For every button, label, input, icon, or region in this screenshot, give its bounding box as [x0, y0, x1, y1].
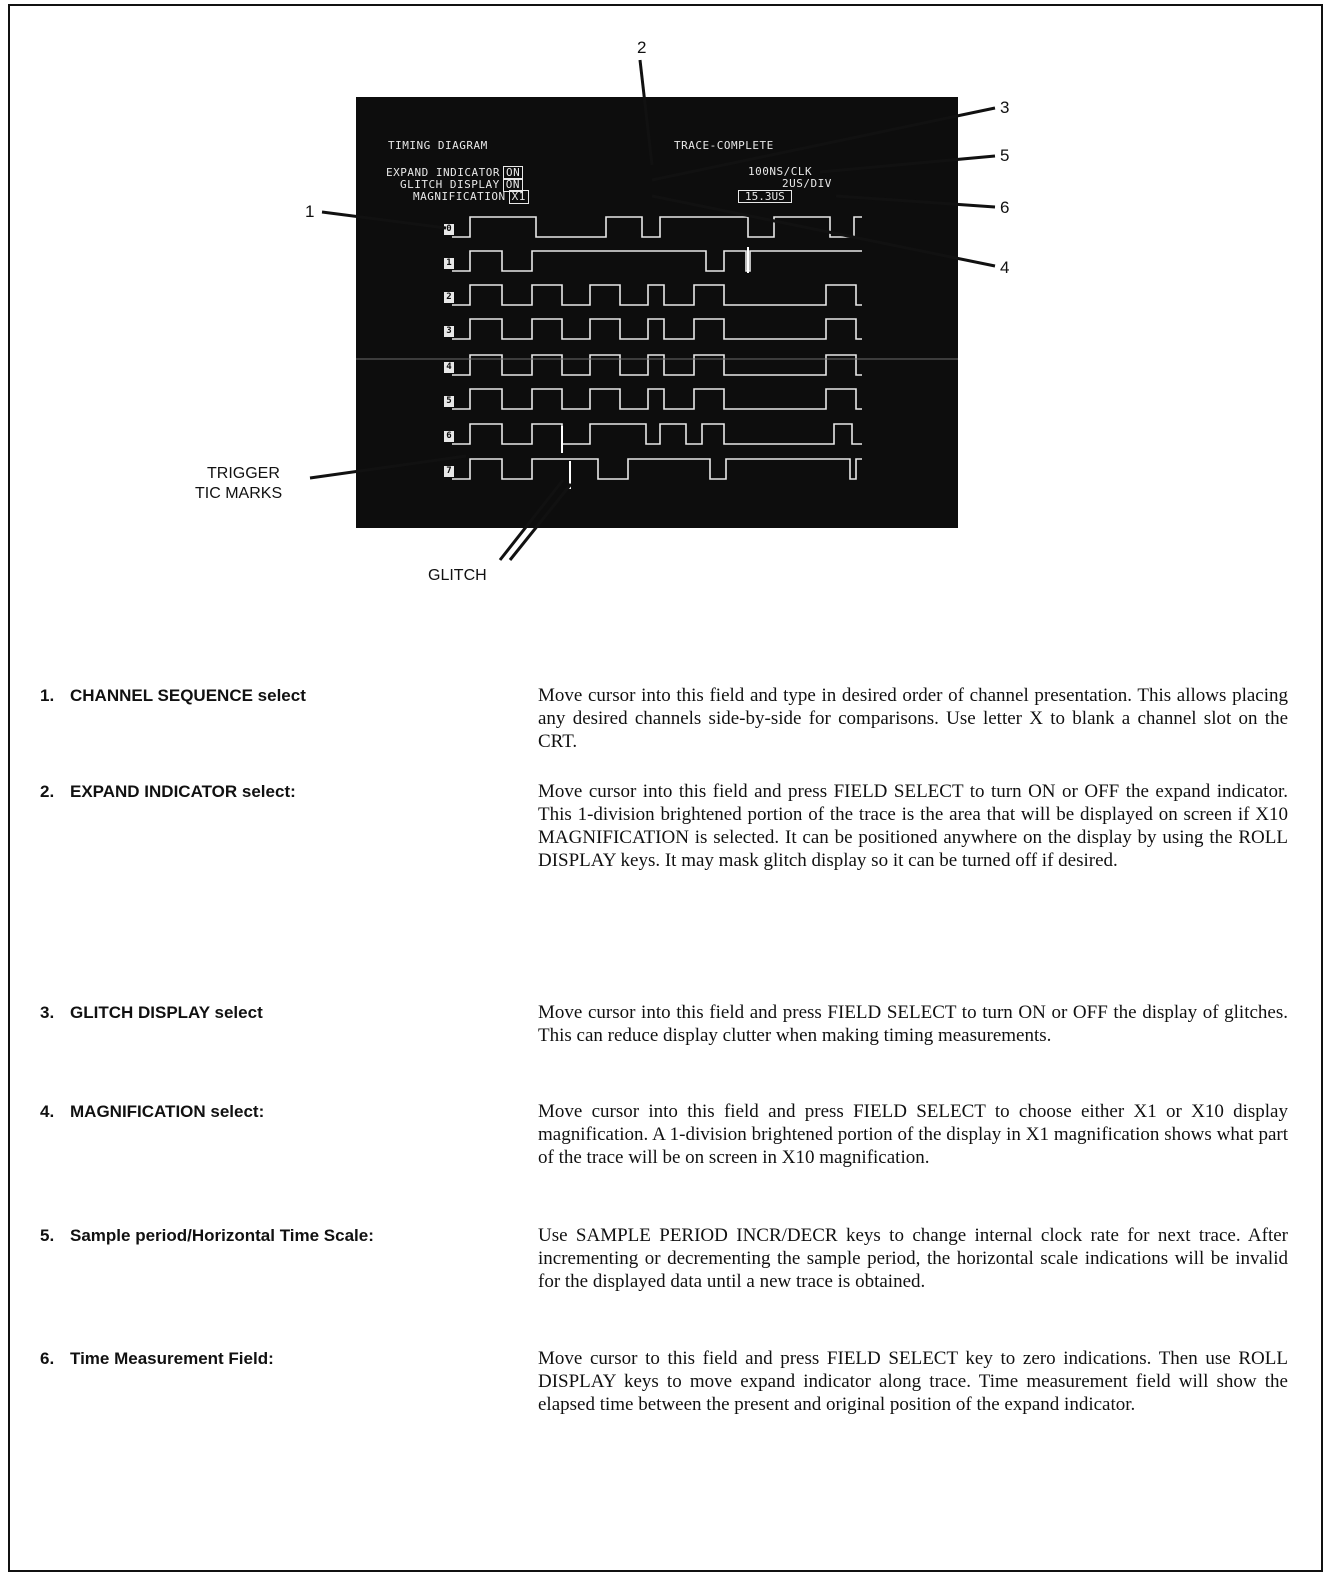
channel-trace [452, 423, 862, 445]
glitch-display-label: GLITCH DISPLAY [400, 178, 500, 191]
channel-marker[interactable]: 0 [444, 224, 454, 235]
timing-waveforms [356, 216, 958, 489]
item-text: Move cursor to this field and press FIEL… [538, 1348, 1288, 1415]
callout-3: 3 [1000, 98, 1010, 117]
channel-trace [452, 216, 862, 238]
callout-leaders [309, 59, 996, 561]
channel-trace [452, 318, 862, 340]
leader-4 [651, 194, 996, 268]
glitch-display-field[interactable]: ON [502, 178, 523, 192]
leader-6 [835, 194, 996, 209]
channel-marker[interactable]: 3 [444, 326, 454, 337]
leader-trigger [309, 454, 467, 480]
time-per-division: 2US/DIV [782, 177, 832, 190]
channel-marker[interactable]: 6 [444, 431, 454, 442]
item-title: Sample period/Horizontal Time Scale: [70, 1226, 374, 1245]
item-number: 5. [40, 1226, 55, 1245]
callout-6: 6 [1000, 198, 1010, 217]
trigger-label-line2: TIC MARKS [195, 485, 283, 502]
magnification-label: MAGNIFICATION [413, 190, 506, 203]
channel-marker[interactable]: 7 [444, 466, 454, 477]
channel-marker[interactable]: 4 [444, 362, 454, 373]
expand-indicator-field[interactable]: ON [502, 166, 524, 180]
leader-glitch [498, 479, 565, 561]
channel-trace [452, 284, 862, 306]
callout-2: 2 [637, 38, 647, 57]
leader-3 [651, 106, 996, 182]
item-text: Move cursor into this field and type in … [538, 685, 1288, 752]
time-measurement-field[interactable]: 15.3US [738, 190, 792, 203]
glitch-label: GLITCH [428, 567, 487, 584]
item-number: 4. [40, 1102, 55, 1121]
crt-status: TRACE-COMPLETE [674, 139, 774, 152]
callout-5: 5 [1000, 146, 1010, 165]
leader-2 [638, 59, 654, 166]
item-number: 1. [40, 686, 55, 705]
item-title: CHANNEL SEQUENCE select [70, 686, 306, 705]
sample-period[interactable]: 100NS/CLK [748, 165, 813, 178]
magnification-field[interactable]: X1 [508, 190, 529, 204]
item-number: 6. [40, 1349, 55, 1368]
expand-indicator-label: EXPAND INDICATOR [386, 166, 500, 179]
callout-4: 4 [1000, 258, 1010, 277]
channel-trace [452, 458, 862, 480]
channel-trace [452, 388, 862, 410]
item-number: 3. [40, 1003, 55, 1022]
channel-trace [452, 354, 862, 376]
item-title: GLITCH DISPLAY select [70, 1003, 263, 1022]
item-title: MAGNIFICATION select: [70, 1102, 265, 1121]
item-text: Move cursor into this field and press FI… [538, 1101, 1288, 1168]
item-title: EXPAND INDICATOR select: [70, 782, 296, 801]
channel-marker[interactable]: 5 [444, 396, 454, 407]
item-text: Move cursor into this field and press FI… [538, 781, 1288, 871]
item-number: 2. [40, 782, 55, 801]
leader-5 [819, 154, 996, 174]
leader-1 [321, 210, 447, 230]
callout-1: 1 [305, 202, 315, 221]
channel-marker[interactable]: 1 [444, 258, 454, 269]
crt-title: TIMING DIAGRAM [388, 139, 488, 152]
channel-marker[interactable]: 2 [444, 292, 454, 303]
trigger-label-line1: TRIGGER [207, 465, 280, 482]
item-text: Move cursor into this field and press FI… [538, 1002, 1288, 1046]
page-border [8, 4, 1323, 1572]
item-title: Time Measurement Field: [70, 1349, 274, 1368]
item-text: Use SAMPLE PERIOD INCR/DECR keys to chan… [538, 1225, 1288, 1292]
